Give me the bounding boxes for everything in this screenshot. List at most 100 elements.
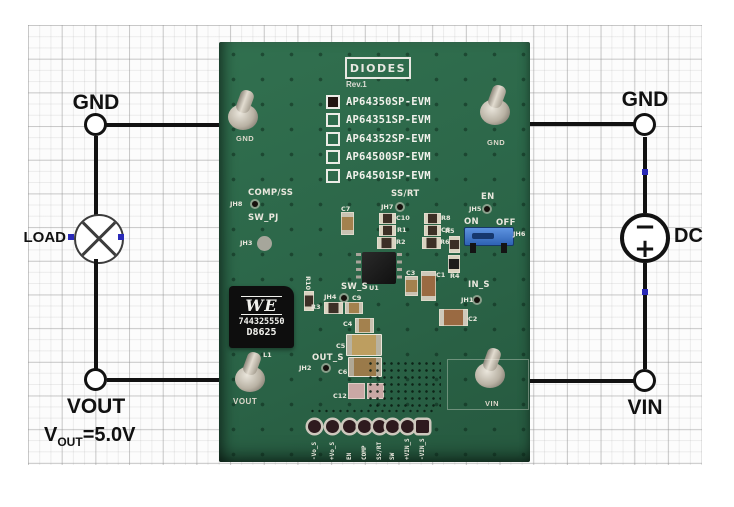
testpin-label: SW bbox=[389, 452, 396, 460]
gnd-left-post-label: GND bbox=[236, 134, 255, 143]
model-row: AP64500SP-EVM bbox=[326, 150, 431, 164]
jh7-label: JH7 bbox=[381, 203, 394, 211]
r4-component bbox=[448, 255, 460, 273]
load-right-node bbox=[118, 234, 124, 240]
r4-label: R4 bbox=[450, 272, 460, 280]
dc-source-symbol bbox=[620, 213, 670, 263]
testpin-pad bbox=[358, 420, 371, 433]
jh2-hole bbox=[323, 365, 329, 371]
model-checkbox bbox=[326, 168, 340, 183]
c10-component bbox=[379, 213, 396, 224]
inductor-l1: WE 744325550 D8625 bbox=[229, 286, 294, 348]
c10-label: C10 bbox=[396, 214, 410, 222]
on-label: ON bbox=[464, 217, 479, 227]
u1-ic-chip bbox=[362, 252, 396, 284]
r6-component bbox=[422, 237, 441, 249]
r10-label: R10 bbox=[304, 276, 312, 291]
jh1-hole bbox=[474, 297, 480, 303]
comp-ss-label: COMP/SS bbox=[248, 188, 294, 198]
jh5-label: JH5 bbox=[469, 205, 482, 213]
inductor-part-number: 744325550 bbox=[238, 317, 285, 328]
model-label: AP64500SP-EVM bbox=[346, 151, 431, 163]
c4-component bbox=[355, 318, 374, 333]
in-s-label: IN_S bbox=[468, 280, 490, 290]
c7-label: C7 bbox=[341, 205, 351, 213]
c7-component bbox=[341, 212, 354, 235]
testpin-pad bbox=[308, 420, 321, 433]
load-label: LOAD bbox=[23, 229, 67, 246]
c2-label: C2 bbox=[468, 315, 478, 323]
jh2-label: JH2 bbox=[299, 364, 312, 372]
c1-label: C1 bbox=[436, 271, 446, 279]
model-checkbox bbox=[326, 131, 340, 146]
testpin-label: +Vo_S bbox=[329, 441, 336, 460]
en-jumper bbox=[464, 227, 514, 246]
r10-component bbox=[304, 291, 314, 311]
c8-label: C8 bbox=[441, 226, 451, 234]
model-row: AP64501SP-EVM bbox=[326, 168, 431, 183]
r6-label: R6 bbox=[440, 238, 450, 246]
sw-pj-label: SW_PJ bbox=[248, 213, 279, 223]
jh4-hole bbox=[341, 295, 347, 301]
model-row: AP64351SP-EVM bbox=[326, 113, 431, 127]
gnd-right-terminal bbox=[633, 113, 656, 136]
testpin-label: -VIN_S bbox=[419, 438, 426, 460]
dc-bottom-node bbox=[642, 289, 648, 295]
r5-component bbox=[449, 236, 460, 253]
vout-value-rest: =5.0V bbox=[82, 424, 136, 446]
vout-post-label: VOUT bbox=[233, 397, 258, 406]
jh3-pad bbox=[257, 236, 272, 251]
r2-component bbox=[377, 237, 396, 249]
load-symbol bbox=[74, 214, 124, 264]
model-label: AP64352SP-EVM bbox=[346, 132, 431, 145]
wire-dc-to-vin bbox=[643, 263, 647, 369]
testpin-label: COMP bbox=[361, 445, 368, 460]
r8-label: R8 bbox=[441, 214, 451, 222]
r3-label: R3 bbox=[311, 303, 321, 311]
model-checkbox bbox=[326, 113, 340, 127]
c3-label: C3 bbox=[406, 269, 416, 277]
c4-label: C4 bbox=[343, 320, 353, 328]
wire-vin bbox=[530, 379, 634, 383]
gnd-left-label: GND bbox=[72, 91, 120, 114]
r3-component bbox=[324, 302, 343, 314]
c5-component bbox=[346, 334, 382, 356]
dc-minus-sign: − bbox=[634, 212, 656, 242]
model-label: AP64501SP-EVM bbox=[346, 169, 431, 182]
c12-label: C12 bbox=[333, 392, 347, 400]
jh8-label: JH8 bbox=[230, 200, 243, 208]
c5-label: C5 bbox=[336, 342, 346, 350]
model-checkbox bbox=[326, 150, 340, 164]
wire-gnd-left bbox=[105, 123, 219, 127]
testpin-pad-square bbox=[416, 420, 429, 433]
testpin-pad bbox=[386, 420, 399, 433]
c8-component bbox=[424, 225, 441, 236]
en-label: EN bbox=[481, 192, 495, 202]
model-checkbox-checked bbox=[326, 94, 340, 109]
jh3-label: JH3 bbox=[240, 239, 253, 247]
c2-component bbox=[439, 309, 468, 326]
c9-label: C9 bbox=[352, 294, 362, 302]
jh1-label: JH1 bbox=[461, 296, 474, 304]
r5-label: R5 bbox=[445, 227, 455, 235]
wire-load-to-vout bbox=[94, 259, 98, 369]
model-row: AP64350SP-EVM bbox=[326, 94, 431, 109]
c12-pad bbox=[348, 383, 365, 399]
testpin-pad bbox=[326, 420, 339, 433]
l1-label: L1 bbox=[263, 351, 272, 359]
model-label: AP64351SP-EVM bbox=[346, 114, 431, 126]
r8-component bbox=[424, 213, 441, 224]
ss-rt-label: SS/RT bbox=[391, 189, 420, 199]
r1-label: R1 bbox=[397, 226, 407, 234]
testpin-label: +VIN_S bbox=[404, 438, 411, 460]
out-s-label: OUT_S bbox=[312, 353, 344, 363]
model-checklist: AP64350SP-EVM AP64351SP-EVM AP64352SP-EV… bbox=[326, 94, 431, 189]
jh5-hole bbox=[484, 206, 490, 212]
load-left-node bbox=[68, 234, 74, 240]
r1-component bbox=[379, 225, 396, 236]
dc-label: DC bbox=[674, 225, 703, 247]
vin-post-label: VIN bbox=[485, 399, 500, 408]
jh4-label: JH4 bbox=[324, 293, 337, 301]
testpin-label: EN bbox=[346, 452, 353, 460]
